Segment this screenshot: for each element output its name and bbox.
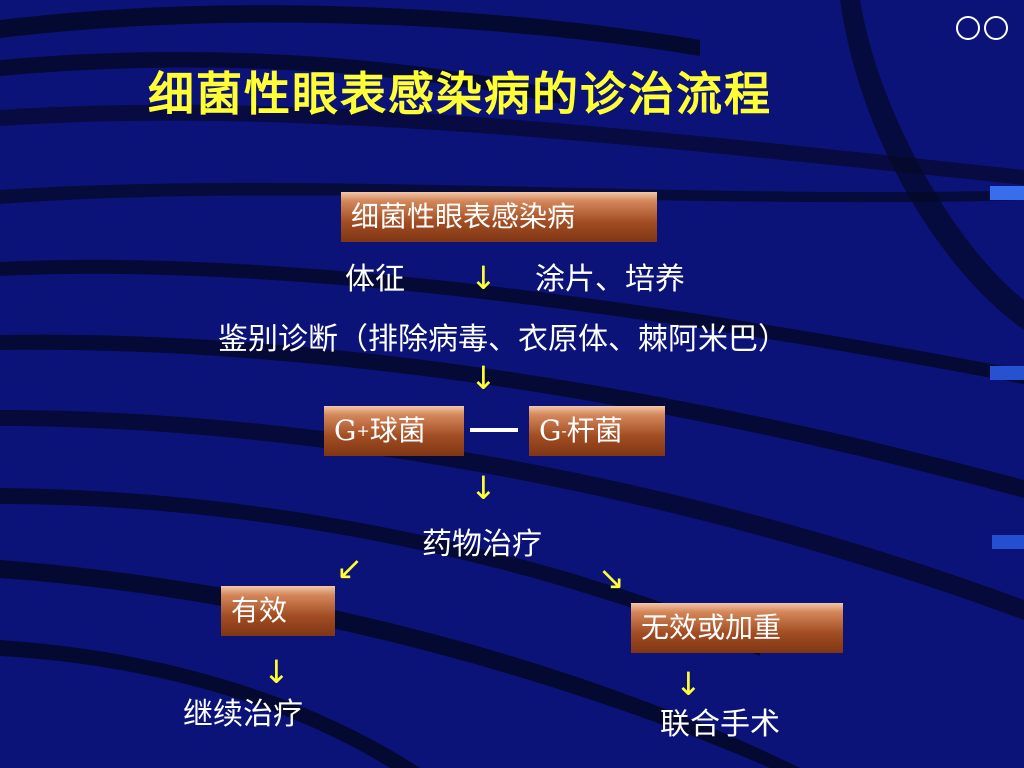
nav-circles xyxy=(956,16,1008,40)
gram-negative-box: G-杆菌 xyxy=(529,406,665,456)
ineffective-label: 无效或加重 xyxy=(641,611,782,644)
effective-box: 有效 xyxy=(221,586,335,636)
arrow-down-left-icon: ↙ xyxy=(336,549,363,587)
gram-positive-box: G+球菌 xyxy=(324,406,464,456)
root-box: 细菌性眼表感染病 xyxy=(341,192,657,242)
gram-negative-prefix: G xyxy=(539,414,562,447)
circle-icon-1 xyxy=(956,16,980,40)
combined-surgery-label: 联合手术 xyxy=(660,707,780,742)
arrow-down-icon-1: ↓ xyxy=(470,259,497,297)
ineffective-box: 无效或加重 xyxy=(631,603,843,653)
root-label: 细菌性眼表感染病 xyxy=(351,200,576,233)
arrow-down-icon-4: ↓ xyxy=(263,653,290,691)
effective-label: 有效 xyxy=(231,594,288,627)
circle-icon-2 xyxy=(984,16,1008,40)
arrow-down-icon-5: ↓ xyxy=(675,665,702,703)
signs-label: 体征 xyxy=(345,262,405,297)
drug-treatment-label: 药物治疗 xyxy=(422,527,542,562)
differential-diagnosis-label: 鉴别诊断（排除病毒、衣原体、棘阿米巴） xyxy=(218,322,788,357)
smear-culture-label: 涂片、培养 xyxy=(535,262,685,297)
arrow-down-icon-2: ↓ xyxy=(470,359,497,397)
arrow-down-icon-3: ↓ xyxy=(470,469,497,507)
slide-title: 细菌性眼表感染病的诊治流程 xyxy=(148,67,772,121)
continue-treatment-label: 继续治疗 xyxy=(183,697,303,732)
arrow-down-right-icon: ↘ xyxy=(598,559,625,597)
connector-dash xyxy=(470,428,518,432)
gram-positive-prefix: G xyxy=(334,414,357,447)
gram-positive-label: 球菌 xyxy=(369,414,426,447)
gram-negative-label: 杆菌 xyxy=(566,414,623,447)
